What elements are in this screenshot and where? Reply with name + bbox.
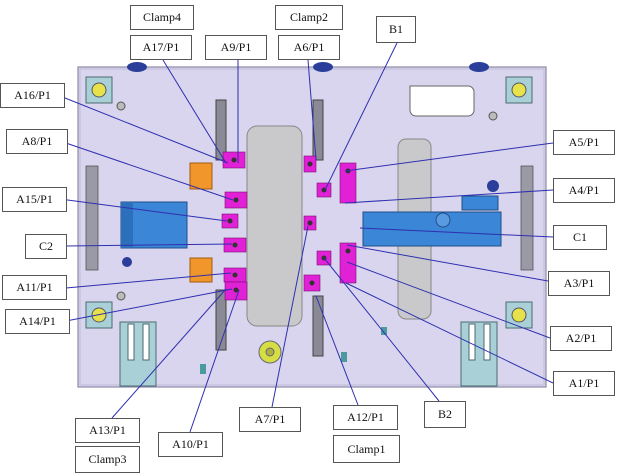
leader-a6: [307, 59, 317, 161]
label-clamp2: Clamp2: [275, 5, 343, 30]
leader-a14: [65, 288, 233, 322]
label-a12: A12/P1: [333, 405, 398, 430]
label-c2: C2: [25, 234, 67, 259]
label-a13: A13/P1: [75, 418, 140, 443]
leader-c2: [65, 243, 233, 247]
label-a2: A2/P1: [550, 326, 612, 351]
leader-a12: [315, 295, 359, 406]
base-plate-inner: [79, 68, 545, 386]
leader-c1: [359, 227, 554, 238]
label-a14: A14/P1: [5, 309, 70, 334]
label-a8: A8/P1: [6, 129, 68, 154]
center-slot: [246, 125, 303, 327]
leader-a11: [65, 272, 232, 289]
leader-lines: [59, 42, 554, 433]
label-clamp1: Clamp1: [333, 435, 400, 463]
leader-a5: [344, 142, 554, 172]
label-a7: A7/P1: [239, 407, 301, 432]
leader-a13: [111, 288, 227, 419]
left-rail: [85, 165, 99, 271]
leader-a4: [344, 189, 554, 204]
leader-a3: [346, 244, 549, 282]
foot-left: [119, 321, 157, 387]
right-rail: [520, 165, 534, 271]
leader-b2: [323, 257, 440, 402]
label-b2: B2: [424, 401, 466, 428]
label-a3: A3/P1: [548, 271, 610, 296]
leader-a7: [271, 225, 309, 408]
orange-block-lower: [189, 257, 213, 283]
label-a4: A4/P1: [553, 178, 615, 203]
label-a1: A1/P1: [553, 371, 615, 396]
top-mount-right: [469, 62, 489, 72]
label-a9: A9/P1: [205, 35, 267, 60]
label-clamp4: Clamp4: [130, 5, 194, 30]
label-c1: C1: [553, 225, 607, 250]
clamp-post-mid: [312, 99, 324, 161]
locator-group: [221, 151, 357, 301]
top-mount-left: [127, 62, 147, 72]
pad-a3: [339, 242, 357, 284]
label-a16: A16/P1: [0, 83, 65, 108]
leader-a15: [59, 198, 228, 222]
leader-a2: [346, 261, 551, 339]
leader-a1: [345, 282, 554, 384]
leader-a10: [189, 289, 240, 433]
orange-block-upper: [189, 162, 213, 190]
label-b1: B1: [376, 16, 416, 43]
leader-a8: [59, 140, 234, 201]
top-right-cutout: [409, 85, 475, 117]
label-a17: A17/P1: [130, 35, 192, 60]
clamp-post-left: [215, 99, 227, 161]
leader-b1: [324, 42, 398, 191]
label-a10: A10/P1: [158, 432, 223, 457]
label-a5: A5/P1: [553, 130, 615, 155]
label-a11: A11/P1: [2, 275, 67, 300]
label-a6: A6/P1: [278, 35, 340, 60]
top-mount-mid: [313, 62, 333, 72]
label-a15: A15/P1: [2, 187, 67, 212]
label-clamp3: Clamp3: [75, 446, 140, 473]
leader-a16: [59, 95, 229, 164]
leader-a17: [162, 59, 227, 164]
foot-right: [460, 321, 498, 387]
